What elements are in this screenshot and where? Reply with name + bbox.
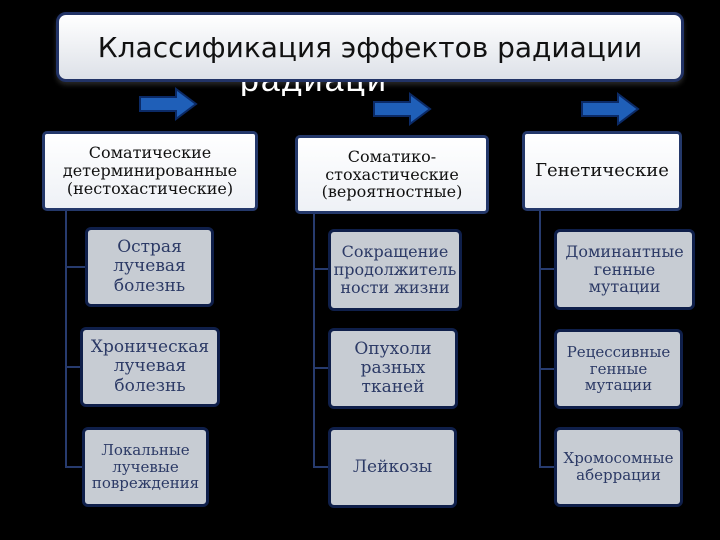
category-label: Соматические детерминированные (нестохас…: [62, 143, 238, 198]
effect-item: Рецессивные генные мутации: [554, 329, 683, 409]
effect-item: Острая лучевая болезнь: [85, 227, 214, 307]
connector-line: [539, 211, 541, 467]
connector-line: [313, 268, 330, 270]
connector-line: [313, 367, 330, 369]
connector-line: [539, 368, 556, 370]
category-label: Соматико-стохастические (вероятностные): [321, 146, 463, 202]
arrow-right-icon: [373, 92, 432, 126]
effect-item: Лейкозы: [328, 427, 457, 508]
category-somatic-stochastic: Соматико-стохастические (вероятностные): [295, 135, 489, 214]
category-label: Генетические: [535, 159, 669, 181]
effect-item: Хромосомные аберрации: [554, 427, 683, 507]
connector-line: [65, 366, 82, 368]
connector-line: [65, 211, 67, 467]
connector-line: [313, 214, 315, 468]
effect-item: Хроническая лучевая болезнь: [80, 327, 220, 407]
effect-item: Опухоли разных тканей: [328, 328, 458, 409]
category-somatic-deterministic: Соматические детерминированные (нестохас…: [42, 131, 258, 211]
connector-line: [65, 466, 84, 468]
category-genetic: Генетические: [522, 131, 682, 211]
arrow-right-icon: [581, 92, 640, 126]
title-banner: Классификация эффектов радиации: [56, 12, 684, 82]
connector-line: [65, 266, 87, 268]
effect-item: Сокращение продолжитель ности жизни: [328, 229, 462, 311]
connector-line: [539, 268, 556, 270]
connector-line: [539, 466, 556, 468]
effect-item: Доминантные генные мутации: [554, 229, 695, 310]
arrow-right-icon: [139, 87, 198, 121]
page-title: Классификация эффектов радиации: [97, 30, 643, 64]
effect-item: Локальные лучевые повреждения: [82, 427, 209, 507]
connector-line: [313, 466, 330, 468]
